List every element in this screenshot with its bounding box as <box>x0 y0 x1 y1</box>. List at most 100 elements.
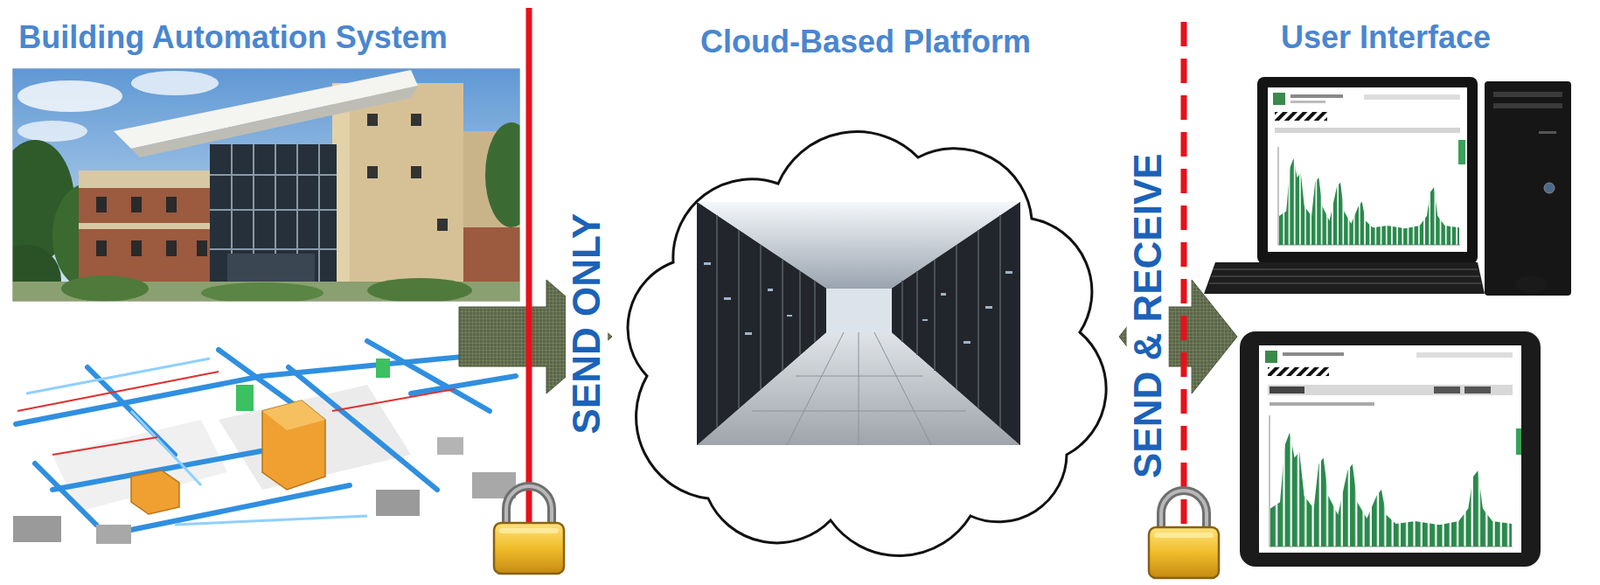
tablet <box>1267 384 1513 396</box>
desktop-computer <box>1274 127 1461 133</box>
desktop-computer <box>1516 275 1548 293</box>
server-room-photo <box>977 229 980 409</box>
tablet <box>1239 331 1541 567</box>
building-photo <box>131 70 219 96</box>
section-heading: User Interface <box>1237 19 1596 56</box>
building-photo <box>367 278 473 302</box>
flow-label: SEND ONLY <box>565 208 608 440</box>
tablet <box>1282 352 1344 356</box>
flow-label: SEND & RECEIVE <box>1126 147 1169 484</box>
padlock-icon <box>493 522 564 574</box>
tablet <box>1270 432 1512 548</box>
building-photo <box>17 80 123 112</box>
building-photo <box>131 240 142 257</box>
bim-model <box>17 371 219 411</box>
server-room-photo <box>716 215 1001 428</box>
building-photo <box>196 240 208 257</box>
padlock-icon <box>506 486 552 527</box>
server-room-photo <box>891 201 1021 446</box>
desktop-computer <box>1209 282 1482 285</box>
building-photo <box>113 69 418 149</box>
building-photo <box>166 240 177 257</box>
server-room-photo <box>933 259 936 371</box>
building-photo <box>61 275 149 302</box>
server-room-photo <box>922 319 928 321</box>
tablet <box>1239 331 1541 567</box>
server-room-photo <box>703 262 711 265</box>
server-room-photo <box>795 375 923 377</box>
building-photo <box>209 173 337 176</box>
desktop-computer <box>1290 94 1343 98</box>
padlock-icon <box>499 528 559 534</box>
bim-model <box>131 470 180 515</box>
server-room-photo <box>916 271 919 355</box>
bim-model <box>262 400 326 490</box>
server-room-photo <box>737 229 740 409</box>
bim-model <box>375 358 390 378</box>
building-photo <box>209 144 337 289</box>
server-room-photo <box>696 201 827 446</box>
building-photo <box>166 196 177 213</box>
tablet <box>1267 367 1329 376</box>
cloud-outline <box>627 132 1107 557</box>
server-room-photo <box>703 262 1013 344</box>
desktop-computer <box>1257 76 1478 265</box>
desktop-computer <box>1493 103 1563 109</box>
server-room-photo <box>813 280 816 342</box>
building-photo <box>463 227 521 289</box>
bim-model <box>17 371 455 455</box>
building-photo <box>410 166 422 179</box>
desktop-computer <box>1203 262 1485 294</box>
server-room-photo <box>696 201 1021 446</box>
padlock-icon <box>1154 532 1214 538</box>
building-photo <box>12 68 521 302</box>
cloud-shape <box>612 122 1120 569</box>
building-photo <box>78 170 219 188</box>
desktop-computer <box>1279 158 1460 245</box>
desktop-computer <box>1544 182 1555 194</box>
desktop-computer <box>1209 269 1482 284</box>
building-photo <box>131 85 418 158</box>
desktop-computer <box>1273 92 1286 105</box>
desktop-computer <box>1274 111 1328 121</box>
region-node: User Interface <box>1237 4 1596 578</box>
building-photo <box>131 196 142 213</box>
bim-model <box>410 375 516 394</box>
tablet <box>1265 350 1278 363</box>
boundary-line <box>526 7 533 525</box>
building-photo <box>209 144 337 289</box>
server-room-photo <box>999 215 1002 428</box>
tablet <box>1259 345 1522 553</box>
building-photo <box>17 120 88 142</box>
desktop-computer <box>1484 81 1572 296</box>
tablet <box>1269 386 1305 394</box>
bim-model <box>437 437 464 455</box>
bim-model <box>26 358 210 394</box>
desktop-computer <box>1211 275 1480 278</box>
server-room-photo <box>901 280 904 342</box>
server-room-photo <box>940 292 947 296</box>
building-photo <box>410 113 422 126</box>
server-room-photo <box>723 297 731 300</box>
flow-label-holder: SEND & RECEIVE <box>1126 147 1169 484</box>
padlock-icon <box>1148 490 1219 578</box>
building-photo <box>367 113 378 126</box>
bim-model <box>15 340 516 536</box>
region-node: Building Automation System <box>6 4 460 564</box>
padlock-icon <box>1161 490 1207 531</box>
building-photo <box>367 166 378 179</box>
bim-model <box>13 515 62 543</box>
tablet <box>1270 432 1512 548</box>
building-photo <box>78 170 219 289</box>
padlock-icon <box>1148 527 1219 578</box>
desktop-computer <box>1290 100 1326 104</box>
building-photo <box>78 222 219 230</box>
building-photo <box>12 68 521 302</box>
server-room-photo <box>767 288 773 292</box>
tablet <box>1269 415 1271 547</box>
desktop-computer <box>1279 158 1460 245</box>
desktop-computer <box>1213 268 1478 271</box>
server-room-photo <box>1005 271 1013 274</box>
